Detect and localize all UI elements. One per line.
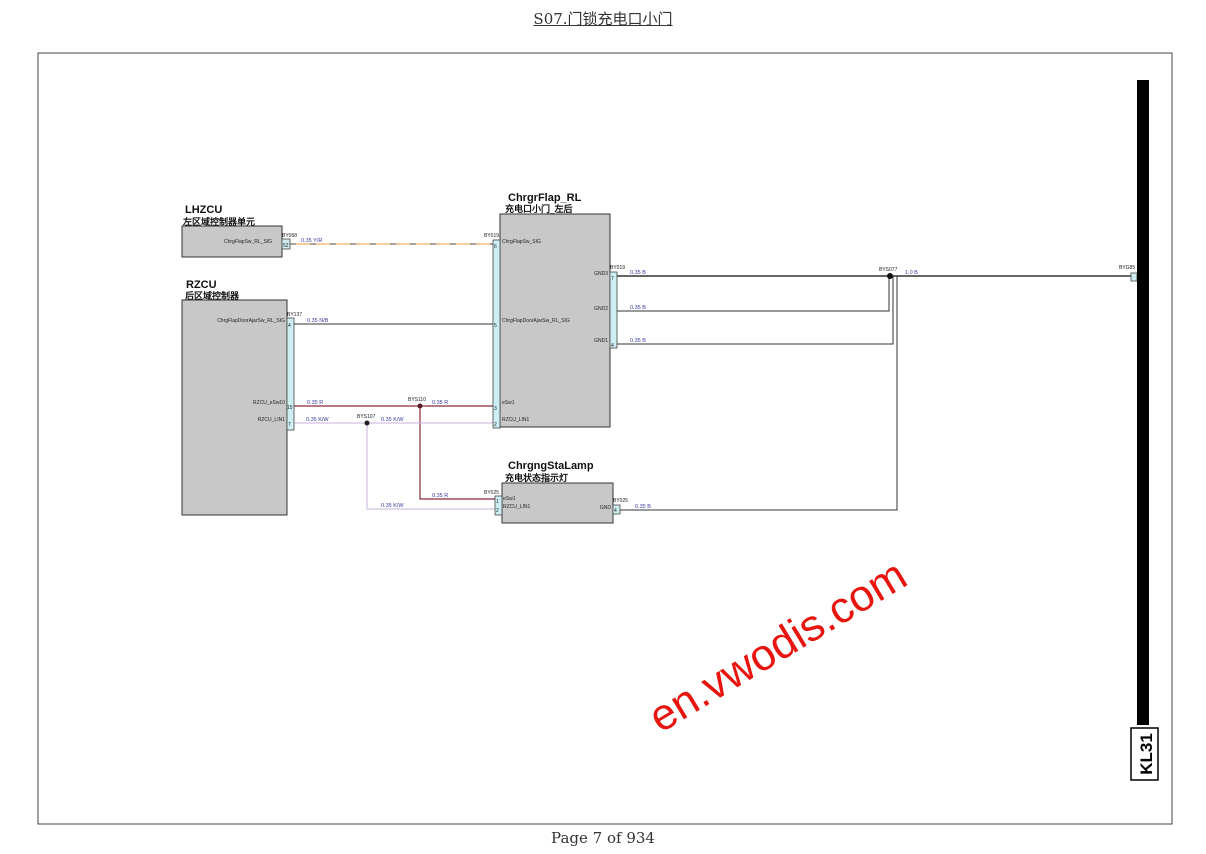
module-box [181, 225, 283, 258]
pin-number: 3 [494, 406, 497, 412]
pin-label: eSw1 [503, 496, 516, 502]
pin-label: RZCU_LIN1 [258, 417, 285, 423]
connector-label: BY137 [287, 312, 302, 318]
wire-r-branch [419, 406, 495, 500]
connector-by019-right [609, 271, 618, 349]
pin-number: 4 [614, 508, 617, 514]
connector-by025-right [612, 504, 621, 515]
pin-label: GND2 [594, 306, 608, 312]
watermark: en.vwodis.com [640, 550, 915, 742]
wires [290, 243, 1131, 511]
connector-by137 [286, 317, 295, 431]
pin-label: ChrgFlapDoorAjarSw_RL_SIG [502, 318, 570, 324]
pin-number: 6 [494, 244, 497, 250]
pin-label: RZCU_eSw10 [253, 400, 285, 406]
wire-label: 0.35 K/W [381, 503, 404, 509]
module-name: RZCU [186, 279, 217, 291]
connector-label: BY025 [613, 498, 628, 504]
wire-label: 0.35 N/B [307, 318, 329, 324]
pin-number: 7 [611, 276, 614, 282]
pin-label: ChrgFlapSw_SIG [502, 239, 541, 245]
pin-label: GND3 [594, 271, 608, 277]
connector-label: BYG85 [1119, 265, 1135, 271]
module-name: ChrgngStaLamp [508, 460, 594, 472]
connector-label: BY019 [484, 233, 499, 239]
module-name-cn: 充电状态指示灯 [505, 472, 568, 484]
connector-by068 [281, 238, 291, 250]
ground-bus-label: KL31 [1137, 733, 1156, 775]
splice-bys107 [364, 420, 370, 426]
pin-number: 4 [288, 323, 291, 329]
module-name-cn: 充电口小门_左后 [505, 203, 573, 215]
ground-bus-bar [1137, 80, 1149, 725]
splice-label: BYS077 [879, 267, 898, 273]
page-title: S07.门锁充电口小门 [533, 10, 673, 28]
wire-gnd-lamp [620, 276, 898, 511]
splice-bys110 [417, 403, 423, 409]
pin-number: 5 [494, 323, 497, 329]
diagram-frame [37, 52, 1173, 825]
module-lhzcu: LHZCU 左区域控制器单元 ChrgFlapSw_RL_SIG 52 BY06… [181, 204, 297, 258]
pin-label: GND1 [594, 338, 608, 344]
pin-number: 52 [283, 243, 289, 249]
splice-bys077 [887, 273, 893, 279]
connector-label: BY019 [610, 265, 625, 271]
pin-number: 4 [611, 343, 614, 349]
splice-label: BYS107 [357, 414, 376, 420]
module-box [501, 482, 614, 524]
pin-label: eSw1 [502, 400, 515, 406]
wire-label: 0.35 K/W [306, 417, 329, 423]
wire-gnd2 [617, 276, 890, 312]
splice-label: BYS110 [408, 397, 426, 403]
wire-label: 0.35 R [307, 400, 323, 406]
wire-label: 0.35 R [432, 400, 448, 406]
pin-number: 1 [496, 499, 499, 505]
wire-label: 0.35 K/W [381, 417, 404, 423]
pin-label: ChrgFlapSw_RL_SIG [224, 239, 272, 245]
page-number: Page 7 of 934 [551, 829, 655, 847]
connector-label: BY025 [484, 490, 499, 496]
wire-label: 0.35 B [630, 270, 646, 276]
module-rzcu: RZCU 后区域控制器 BY137 ChrgFlapDoorAjarSw_RL_… [181, 279, 302, 516]
pin-label: RZCU_LIN1 [502, 417, 529, 423]
module-name-cn: 后区域控制器 [185, 290, 240, 302]
pin-number: 2 [496, 508, 499, 514]
wire-label: 0.35 B [630, 305, 646, 311]
wire-label: 0.35 Y/R [301, 238, 322, 244]
module-box [181, 299, 288, 516]
wire-label: 1.0 B [905, 270, 918, 276]
module-name-cn: 左区域控制器单元 [182, 216, 255, 228]
connector-by025-left [494, 495, 503, 516]
ground-connector-byg85 [1130, 272, 1138, 282]
module-name: ChrgrFlap_RL [508, 192, 582, 204]
module-box [499, 213, 611, 428]
module-chrgngstalamp: ChrgngStaLamp 充电状态指示灯 BY025 eSw1 1 RZCU_… [484, 460, 628, 524]
module-name: LHZCU [185, 204, 222, 216]
pin-label: ChrgFlapDoorAjarSw_RL_SIG [217, 318, 285, 324]
pin-number: 7 [288, 422, 291, 428]
wire-label: 0.35 R [432, 493, 448, 499]
wire-label: 0.35 B [630, 338, 646, 344]
module-chrgrflap-rl: ChrgrFlap_RL 充电口小门_左后 BY019 ChrgFlapSw_S… [484, 192, 625, 429]
connector-by019-left [492, 239, 501, 429]
ground-bus-label-box [1130, 727, 1159, 781]
wire-kw-branch [366, 423, 495, 510]
pin-label: GND [600, 505, 612, 511]
connector-label: BY068 [282, 233, 297, 239]
pin-number: 2 [494, 422, 497, 428]
wire-label: 0.35 B [635, 504, 651, 510]
wire-gnd1 [617, 276, 894, 345]
pin-number: 15 [287, 405, 293, 411]
pin-label: RZCU_LIN1 [503, 504, 530, 510]
